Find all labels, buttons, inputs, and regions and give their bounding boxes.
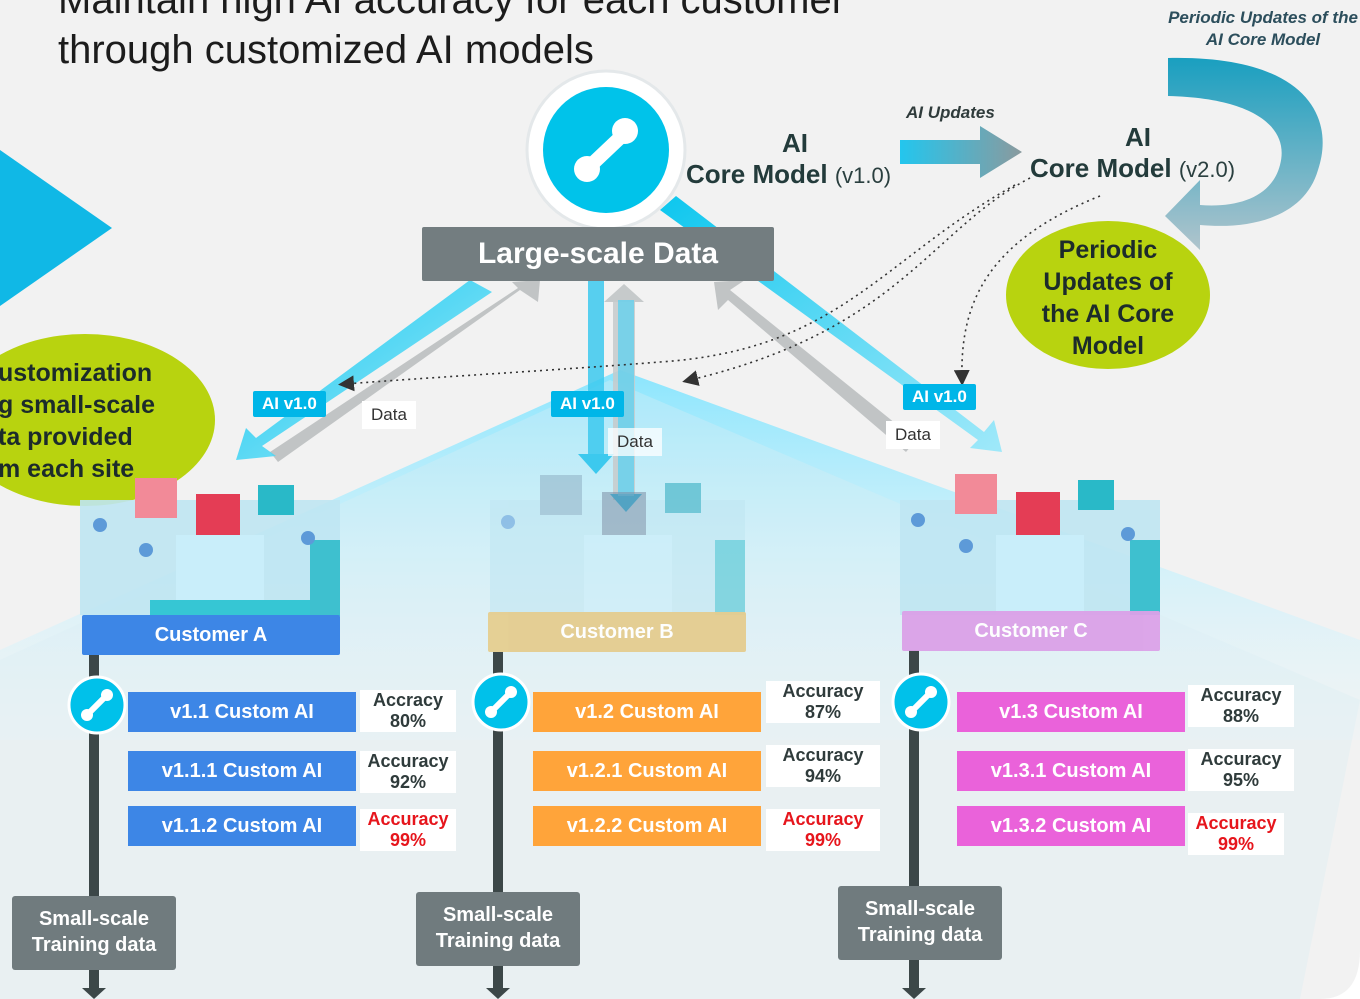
- data-tag-c: Data: [886, 421, 940, 449]
- model-a-0: v1.1 Custom AI: [128, 692, 356, 732]
- periodic-updates-caption: Periodic Updates of the AI Core Model: [1168, 8, 1358, 49]
- training-data-box-c: Small-scale Training data: [838, 886, 1002, 960]
- custom-ai-logo-c-icon: [891, 672, 951, 732]
- accuracy-c-1: Accuracy 95%: [1188, 749, 1294, 791]
- model-b-1: v1.2.1 Custom AI: [533, 751, 761, 791]
- model-b-0: v1.2 Custom AI: [533, 692, 761, 732]
- accuracy-label: Accuracy: [1200, 749, 1282, 769]
- customization-oval-line-1: ustomization: [0, 359, 153, 387]
- customization-oval-line-2: g small-scale: [0, 391, 156, 419]
- accuracy-c-2: Accuracy 99%: [1188, 813, 1284, 855]
- core-model-v1-label: AI Core Model (v1.0): [686, 128, 891, 190]
- accuracy-label: Accuracy: [1200, 685, 1282, 705]
- core-model-v2-label: AI Core Model (v2.0): [1030, 122, 1235, 184]
- hospital-a-icon: [80, 478, 340, 616]
- training-data-line-1: Small-scale: [864, 898, 976, 920]
- model-c-2: v1.3.2 Custom AI: [957, 806, 1185, 846]
- accuracy-value: 80%: [389, 711, 427, 731]
- data-tag-b: Data: [608, 428, 662, 456]
- left-arrow-icon: [0, 150, 112, 306]
- customization-oval-text: ustomization g small-scale ta provided m…: [0, 357, 155, 485]
- training-data-line-1: Small-scale: [442, 904, 554, 926]
- model-c-0: v1.3 Custom AI: [957, 692, 1185, 732]
- accuracy-a-0: Accracy 80%: [360, 690, 456, 732]
- accuracy-label: Accuracy: [782, 681, 864, 701]
- data-tag-a: Data: [362, 401, 416, 429]
- periodic-updates-oval-text: Periodic Updates of the AI Core Model: [1041, 236, 1175, 360]
- model-b-2: v1.2.2 Custom AI: [533, 806, 761, 846]
- core-model-v1-name: AI: [782, 128, 808, 158]
- core-model-v1-version: (v1.0): [834, 163, 892, 188]
- custom-ai-logo-b-icon: [471, 672, 531, 732]
- model-a-1: v1.1.1 Custom AI: [128, 751, 356, 791]
- accuracy-b-1: Accuracy 94%: [766, 745, 880, 787]
- page-title-line-1: Maintain high AI accuracy for each custo…: [58, 0, 846, 22]
- accuracy-b-0: Accuracy 87%: [766, 681, 880, 723]
- hospital-c-icon: [900, 474, 1160, 615]
- large-scale-data-box: Large-scale Data: [422, 227, 774, 281]
- accuracy-b-2: Accuracy 99%: [766, 809, 880, 851]
- accuracy-value: 94%: [804, 766, 842, 786]
- core-model-v2-text: Core Model: [1030, 153, 1172, 183]
- customer-a-bar: Customer A: [82, 615, 340, 655]
- accuracy-label: Accracy: [372, 690, 444, 710]
- training-data-box-a: Small-scale Training data: [12, 896, 176, 970]
- accuracy-label: Accuracy: [1195, 813, 1277, 833]
- accuracy-value: 92%: [389, 772, 427, 792]
- training-data-line-2: Training data: [31, 934, 157, 956]
- accuracy-value: 99%: [389, 830, 427, 850]
- model-a-2: v1.1.2 Custom AI: [128, 806, 356, 846]
- accuracy-label: Accuracy: [367, 751, 449, 771]
- core-model-v1-text: Core Model: [686, 159, 828, 189]
- ai-version-tag-b: AI v1.0: [551, 391, 624, 417]
- training-data-line-2: Training data: [435, 930, 561, 952]
- ai-updates-arrow-icon: [900, 126, 1022, 178]
- accuracy-value: 95%: [1222, 770, 1260, 790]
- accuracy-label: Accuracy: [782, 745, 864, 765]
- periodic-update-curve-icon: [1165, 57, 1323, 250]
- accuracy-value: 87%: [804, 702, 842, 722]
- accuracy-value: 88%: [1222, 706, 1260, 726]
- customer-c-bar: Customer C: [902, 611, 1160, 651]
- accuracy-value: 99%: [804, 830, 842, 850]
- accuracy-value: 99%: [1217, 834, 1255, 854]
- hospital-b-icon: [490, 475, 745, 615]
- customization-oval-line-3: ta provided: [0, 423, 133, 451]
- accuracy-a-1: Accuracy 92%: [360, 751, 456, 793]
- ai-updates-label: AI Updates: [906, 103, 995, 122]
- accuracy-label: Accuracy: [367, 809, 449, 829]
- customization-oval-line-4: m each site: [0, 455, 135, 483]
- accuracy-a-2: Accuracy 99%: [360, 809, 456, 851]
- model-c-1: v1.3.1 Custom AI: [957, 751, 1185, 791]
- custom-ai-logo-a-icon: [67, 675, 127, 735]
- ai-version-tag-c: AI v1.0: [903, 384, 976, 410]
- training-data-line-1: Small-scale: [38, 908, 150, 930]
- core-logo-icon: [574, 118, 638, 182]
- accuracy-c-0: Accuracy 88%: [1188, 685, 1294, 727]
- training-data-line-2: Training data: [857, 924, 983, 946]
- customer-b-bar: Customer B: [488, 612, 746, 652]
- core-model-v2-version: (v2.0): [1178, 157, 1236, 182]
- ai-version-tag-a: AI v1.0: [253, 391, 326, 417]
- page-title-line-2: through customized AI models: [58, 28, 594, 72]
- core-model-v2-name: AI: [1125, 122, 1151, 152]
- training-data-box-b: Small-scale Training data: [416, 892, 580, 966]
- accuracy-label: Accuracy: [782, 809, 864, 829]
